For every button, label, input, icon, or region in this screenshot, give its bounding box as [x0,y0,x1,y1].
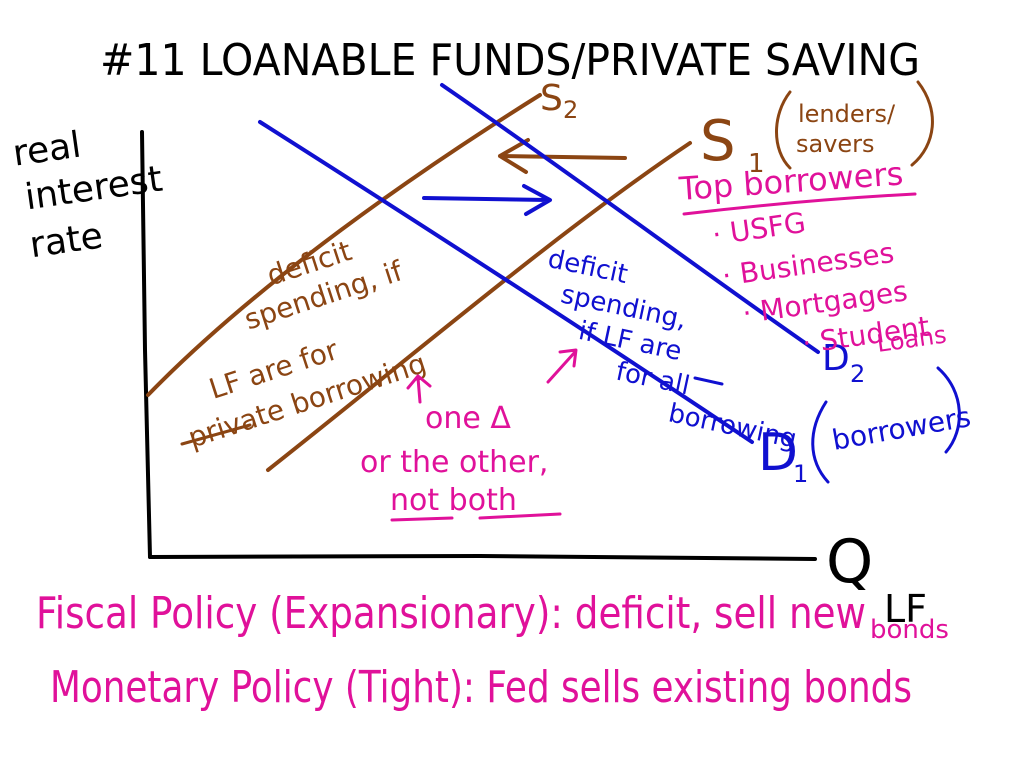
d1-note: borrowers [829,400,973,457]
one-change-arrow-left [406,374,432,404]
d1-subscript: 1 [793,460,808,488]
d1-note-close-paren [936,366,961,454]
either-note-line: or the other, [360,445,548,480]
s1-label: S [700,109,736,174]
demand-shift-arrow [422,184,552,216]
both-underline [478,512,562,520]
one-change-arrow-right [546,348,578,384]
s1-note-line: savers [796,130,875,158]
fiscal-policy-note: Fiscal Policy (Expansionary): deficit, s… [36,588,866,639]
fiscal-policy-tail: bonds [870,615,949,645]
s1-subscript: 1 [748,149,765,179]
supply-shift-arrow [498,138,627,174]
not-underline [390,516,454,522]
d2-label: D [822,338,850,379]
x-axis-label-subscript: LF [884,587,927,631]
demand-annotation-line: deficit [545,244,630,290]
s1-note: lenders/ savers [796,100,903,158]
either-note-line: not both [390,483,517,518]
either-note: one Δ or the other, not both [360,401,558,518]
supply-curve-s2 [146,93,542,397]
s2-label: S [540,78,563,119]
s2-subscript: 2 [563,96,578,124]
private-underline [180,423,252,446]
x-axis-label: Q [826,527,873,597]
d1-label: D [758,423,798,483]
monetary-policy-note: Monetary Policy (Tight): Fed sells exist… [50,662,912,713]
s1-note-line: lenders/ [798,100,896,128]
y-axis-label-line: rate [27,215,105,266]
demand-curve-d1 [258,120,754,444]
s1-note-close-paren [910,80,934,167]
borrowers-heading-underline [682,192,917,216]
d2-subscript: 2 [850,360,865,388]
borrowers-list-item: · USFG [710,206,808,252]
all-underline [693,376,724,386]
supply-curve-s1 [266,141,692,472]
s1-note-open-paren [775,90,792,170]
y-axis-label: real interest rate [10,112,183,266]
either-note-line: one Δ [425,401,511,436]
diagram-title: #11 LOANABLE FUNDS/PRIVATE SAVING [100,35,920,86]
supply-shift-annotation: deficit spending, if LF are for private … [144,218,444,454]
d1-note-open-paren [811,400,830,484]
demand-annotation-line: for all [613,357,692,402]
y-axis-line [140,130,152,559]
x-axis-line [148,553,817,561]
demand-annotation-line: borrowing [666,398,800,454]
y-axis-label-line: real [10,125,83,175]
demand-curve-d2 [440,83,820,354]
